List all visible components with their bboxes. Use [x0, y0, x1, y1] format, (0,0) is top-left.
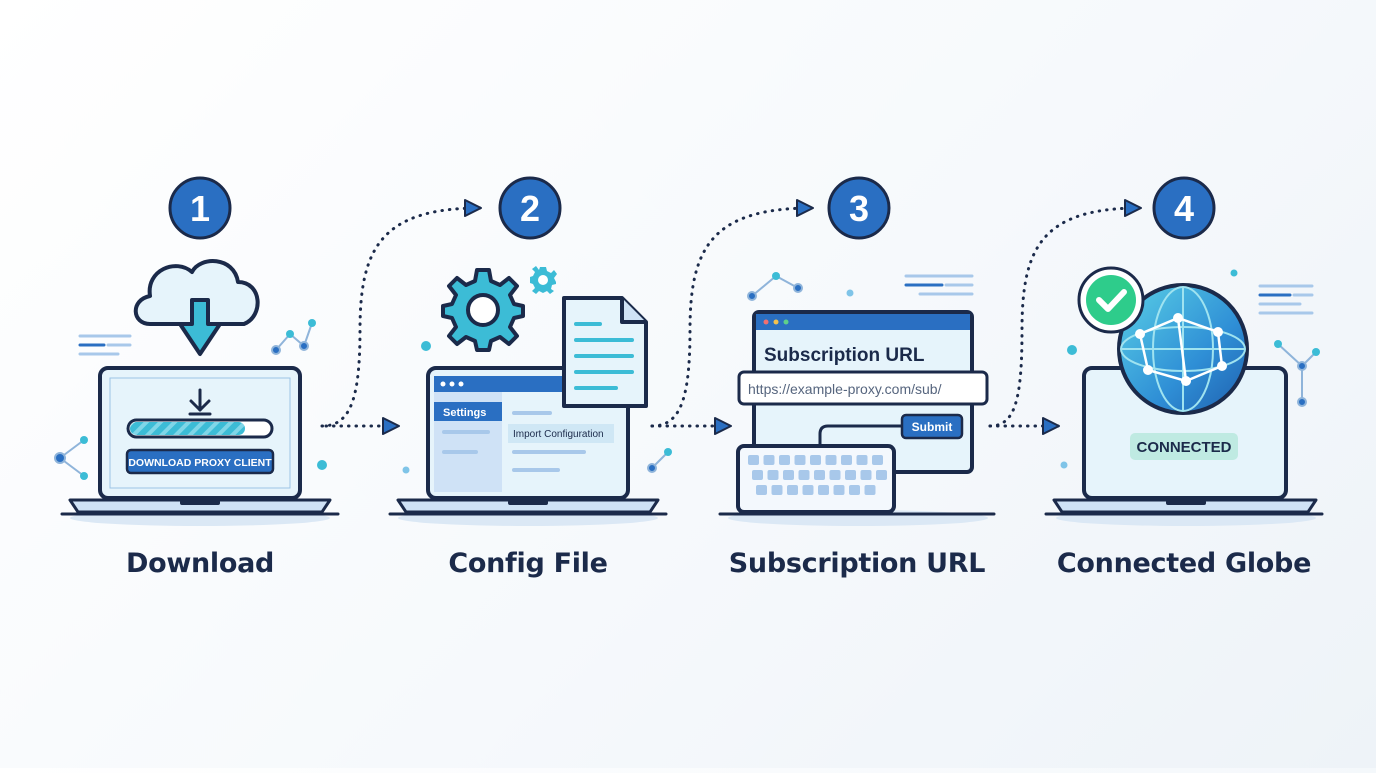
keyboard-key	[794, 455, 806, 465]
step-badge-3: 3	[827, 176, 891, 240]
keyboard-key	[802, 485, 814, 495]
keyboard-key	[876, 470, 887, 480]
step-2-illustration: Settings Import Configuration	[388, 266, 668, 526]
submit-button[interactable]: Submit	[900, 413, 964, 440]
connected-status-badge: CONNECTED	[1130, 433, 1238, 460]
laptop-base	[68, 498, 332, 514]
document-icon	[562, 296, 648, 408]
connected-status-label: CONNECTED	[1136, 439, 1231, 456]
arrow-2-to-3	[650, 199, 814, 428]
step-3-illustration: Subscription URL https://example-proxy.c…	[718, 310, 996, 526]
gear-icon	[441, 268, 525, 352]
keyboard-key	[864, 485, 876, 495]
keyboard-key	[829, 470, 841, 480]
step-number-2: 2	[520, 188, 540, 229]
keyboard-key	[779, 455, 790, 465]
keyboard-key	[849, 485, 860, 495]
cloud-download-icon	[133, 259, 260, 356]
laptop-base	[1052, 498, 1318, 514]
download-button-label: DOWNLOAD PROXY CLIENT	[128, 457, 272, 469]
step-2-title: Config File	[448, 548, 608, 579]
import-configuration-option[interactable]: Import Configuration	[513, 429, 604, 440]
keyboard-key	[767, 470, 779, 480]
keyboard-key	[748, 455, 759, 465]
keyboard-key	[787, 485, 798, 495]
keyboard-key	[771, 485, 783, 495]
download-progress-bar	[126, 418, 274, 439]
check-icon	[1077, 266, 1145, 334]
keyboard-key	[856, 455, 868, 465]
keyboard-key	[798, 470, 810, 480]
step-number-1: 1	[190, 188, 210, 229]
node-icon	[54, 436, 88, 480]
text-lines-icon	[78, 334, 132, 356]
step-4-illustration: CONNECTED	[1044, 266, 1324, 526]
keyboard-key	[860, 470, 872, 480]
keyboard-key	[833, 485, 845, 495]
text-lines-icon	[1258, 284, 1314, 315]
step-4-title: Connected Globe	[1056, 548, 1312, 579]
node-icon	[271, 319, 316, 355]
keyboard-key	[841, 455, 852, 465]
step-number-3: 3	[849, 188, 869, 229]
connector-arrows	[320, 199, 1142, 435]
keyboard-key	[756, 485, 767, 495]
keyboard-cable	[818, 424, 902, 448]
step-1-title: Download	[125, 548, 275, 579]
globe-icon	[1117, 283, 1249, 415]
keyboard-key	[814, 470, 825, 480]
decorations	[54, 269, 1320, 480]
submit-button-label: Submit	[912, 420, 953, 434]
node-icon	[647, 448, 672, 473]
text-lines-icon	[904, 274, 974, 296]
keyboard-key	[752, 470, 763, 480]
keyboard-key	[845, 470, 856, 480]
subscription-url-value: https://example-proxy.com/sub/	[748, 381, 942, 397]
subscription-url-input[interactable]: https://example-proxy.com/sub/	[737, 370, 989, 406]
subscription-panel-title: Subscription URL	[764, 345, 925, 366]
step-3-title: Subscription URL	[728, 548, 986, 579]
node-icon	[747, 272, 803, 301]
settings-menu-item[interactable]: Settings	[443, 407, 486, 419]
step-1-illustration: DOWNLOAD PROXY CLIENT	[60, 259, 340, 526]
laptop-base	[396, 498, 660, 514]
step-badge-4: 4	[1152, 176, 1216, 240]
arrow-1-to-2	[320, 199, 482, 428]
app-window: Settings Import Configuration	[434, 376, 622, 492]
keyboard-key	[872, 455, 883, 465]
download-arrow-icon	[188, 388, 212, 416]
keyboard-key	[825, 455, 837, 465]
keyboard-key	[763, 455, 775, 465]
keyboard-key	[810, 455, 821, 465]
step-badge-2: 2	[498, 176, 562, 240]
keyboard-icon	[736, 444, 896, 514]
step-badge-1: 1	[168, 176, 232, 240]
gear-icon	[530, 266, 557, 294]
step-number-4: 4	[1174, 188, 1194, 229]
keyboard-key	[818, 485, 829, 495]
keyboard-key	[783, 470, 794, 480]
download-proxy-client-button[interactable]: DOWNLOAD PROXY CLIENT	[125, 448, 275, 475]
node-icon	[1274, 340, 1320, 407]
